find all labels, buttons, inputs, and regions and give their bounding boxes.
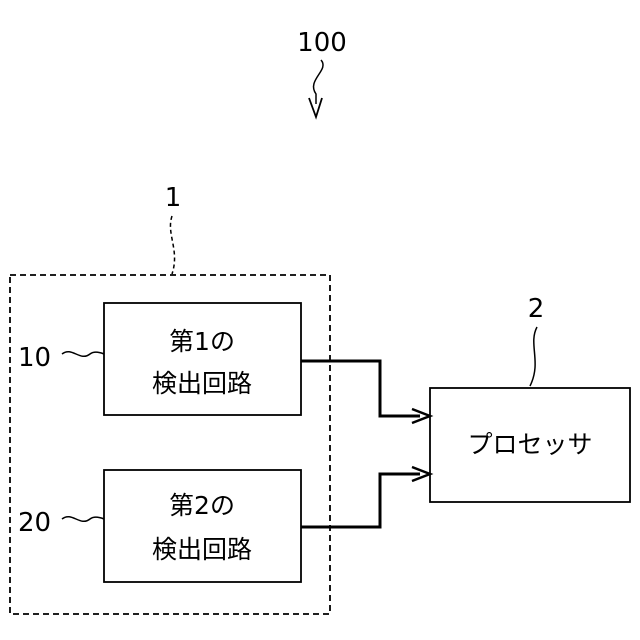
unit-ref-leader	[170, 216, 174, 274]
first-circuit-line2: 検出回路	[152, 369, 252, 398]
system-ref-label: 100	[297, 28, 347, 58]
second-detection-circuit-box	[104, 470, 301, 582]
second-circuit-line1: 第2の	[169, 491, 235, 520]
processor-label: プロセッサ	[467, 430, 592, 459]
first-detection-circuit-box	[104, 303, 301, 415]
system-ref-leader	[314, 60, 324, 104]
circuit2-ref-label: 20	[18, 508, 51, 538]
circuit2-ref-leader	[62, 517, 104, 522]
connection-line-1	[301, 361, 420, 416]
processor-ref-leader	[530, 327, 537, 386]
circuit1-ref-leader	[62, 352, 104, 357]
connection-line-2	[301, 474, 420, 527]
second-circuit-line2: 検出回路	[152, 535, 252, 564]
first-circuit-line1: 第1の	[169, 327, 235, 356]
processor-ref-label: 2	[528, 294, 545, 324]
unit-ref-label: 1	[165, 183, 182, 213]
circuit1-ref-label: 10	[18, 343, 51, 373]
